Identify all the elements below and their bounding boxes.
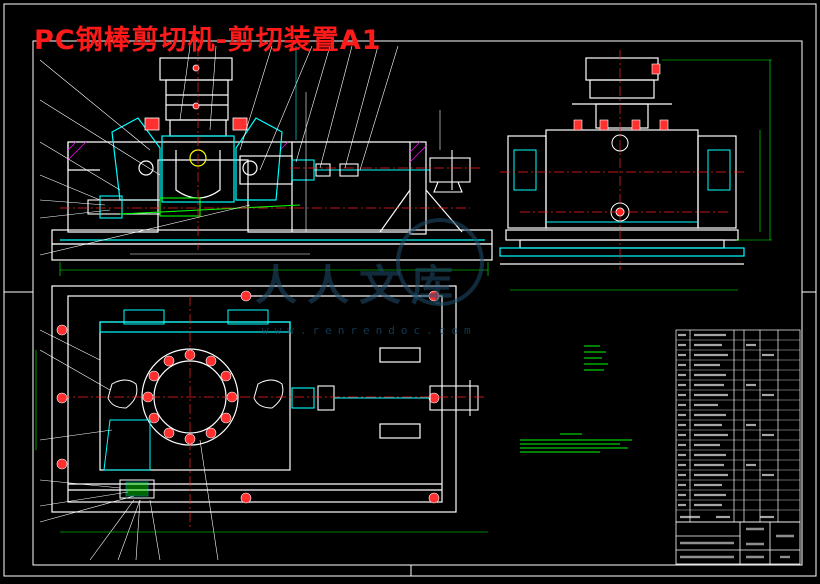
front-head-bolts	[144, 64, 248, 131]
plan-view	[35, 285, 488, 561]
plan-flange-bolts	[142, 349, 238, 445]
front-dimensions	[59, 92, 489, 276]
front-base-plate	[51, 229, 493, 261]
side-view	[499, 50, 772, 291]
front-leaders	[39, 45, 441, 256]
side-cylinder-top	[585, 57, 659, 81]
watermark-brand: 人人文库	[255, 261, 464, 310]
side-centerlines	[500, 50, 744, 270]
plan-base-bolts	[56, 290, 440, 504]
plan-leaders	[39, 329, 219, 561]
plan-housing	[99, 321, 291, 471]
watermark-url: www.renrendoc.com	[262, 324, 477, 337]
title-block	[675, 521, 801, 565]
watermark-logo	[396, 218, 484, 306]
front-actuator	[291, 150, 471, 193]
front-centerlines	[60, 46, 480, 250]
side-bolts	[573, 63, 669, 131]
technical-notes	[520, 345, 632, 453]
front-shaft	[87, 195, 301, 219]
sheet-border	[3, 3, 817, 577]
front-cylinder	[159, 57, 233, 137]
side-dimensions	[510, 59, 772, 291]
plan-actuator	[291, 380, 479, 416]
plan-pivots	[107, 379, 284, 409]
parts-list-table	[675, 329, 801, 523]
plan-base-plate	[51, 285, 457, 513]
front-view	[39, 45, 493, 276]
drawing-title: PC钢棒剪切机-剪切装置A1	[34, 25, 382, 56]
plan-centerlines	[60, 296, 486, 530]
front-hatch	[67, 141, 427, 163]
plan-dimensions	[35, 350, 488, 533]
plan-top-blocks	[123, 309, 269, 325]
plan-clamp	[103, 419, 155, 499]
